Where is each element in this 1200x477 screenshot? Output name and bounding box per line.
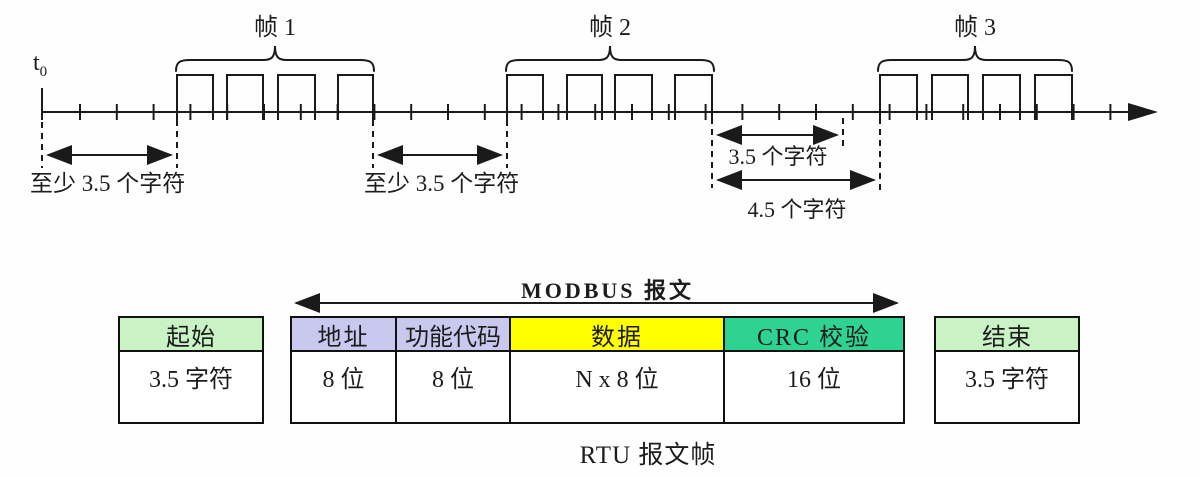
data-cell-header: 数据 bbox=[511, 318, 723, 352]
interval-label-min35-a: 至少 3.5 个字符 bbox=[30, 171, 186, 196]
interval-label-35chars: 3.5 个字符 bbox=[728, 144, 828, 169]
function-code-cell-value: 8 位 bbox=[432, 367, 474, 393]
interval-label-min35-b: 至少 3.5 个字符 bbox=[364, 171, 520, 196]
frame1-pulses bbox=[176, 74, 374, 120]
data-cell-value: N x 8 位 bbox=[575, 367, 659, 393]
frame3-pulses bbox=[879, 74, 1073, 120]
rtu-frame-caption: RTU 报文帧 bbox=[579, 442, 717, 469]
end-block: 结束 3.5 字符 bbox=[934, 316, 1080, 424]
function-code-cell: 功能代码 8 位 bbox=[397, 318, 511, 422]
address-cell-header: 地址 bbox=[292, 318, 395, 352]
end-block-value: 3.5 字符 bbox=[965, 367, 1049, 393]
frame1-brace bbox=[175, 45, 375, 72]
interval-label-45chars: 4.5 个字符 bbox=[747, 197, 847, 222]
frame2-label: 帧 2 bbox=[589, 15, 631, 41]
frame3-brace bbox=[877, 45, 1073, 72]
t0-label: t0 bbox=[33, 50, 48, 80]
modbus-pdu-block: 地址 8 位 功能代码 8 位 数据 N x 8 位 CRC 校验 16 位 bbox=[290, 316, 905, 424]
start-block: 起始 3.5 字符 bbox=[118, 316, 264, 424]
frame1-label: 帧 1 bbox=[254, 15, 296, 41]
data-cell: 数据 N x 8 位 bbox=[511, 318, 725, 422]
crc-cell: CRC 校验 16 位 bbox=[725, 318, 903, 422]
start-block-header: 起始 bbox=[120, 318, 262, 352]
time-axis-arrowhead bbox=[1128, 103, 1158, 121]
crc-cell-header: CRC 校验 bbox=[725, 318, 903, 352]
frame3-label: 帧 3 bbox=[954, 15, 996, 41]
function-code-cell-header: 功能代码 bbox=[397, 318, 509, 352]
address-cell-value: 8 位 bbox=[322, 367, 365, 393]
frame2-pulses bbox=[506, 74, 713, 120]
modbus-message-title: MODBUS 报文 bbox=[520, 278, 695, 303]
frame2-brace bbox=[505, 45, 715, 72]
end-block-header: 结束 bbox=[936, 318, 1078, 352]
address-cell: 地址 8 位 bbox=[292, 318, 397, 422]
crc-cell-value: 16 位 bbox=[787, 367, 841, 393]
start-block-value: 3.5 字符 bbox=[149, 367, 233, 393]
